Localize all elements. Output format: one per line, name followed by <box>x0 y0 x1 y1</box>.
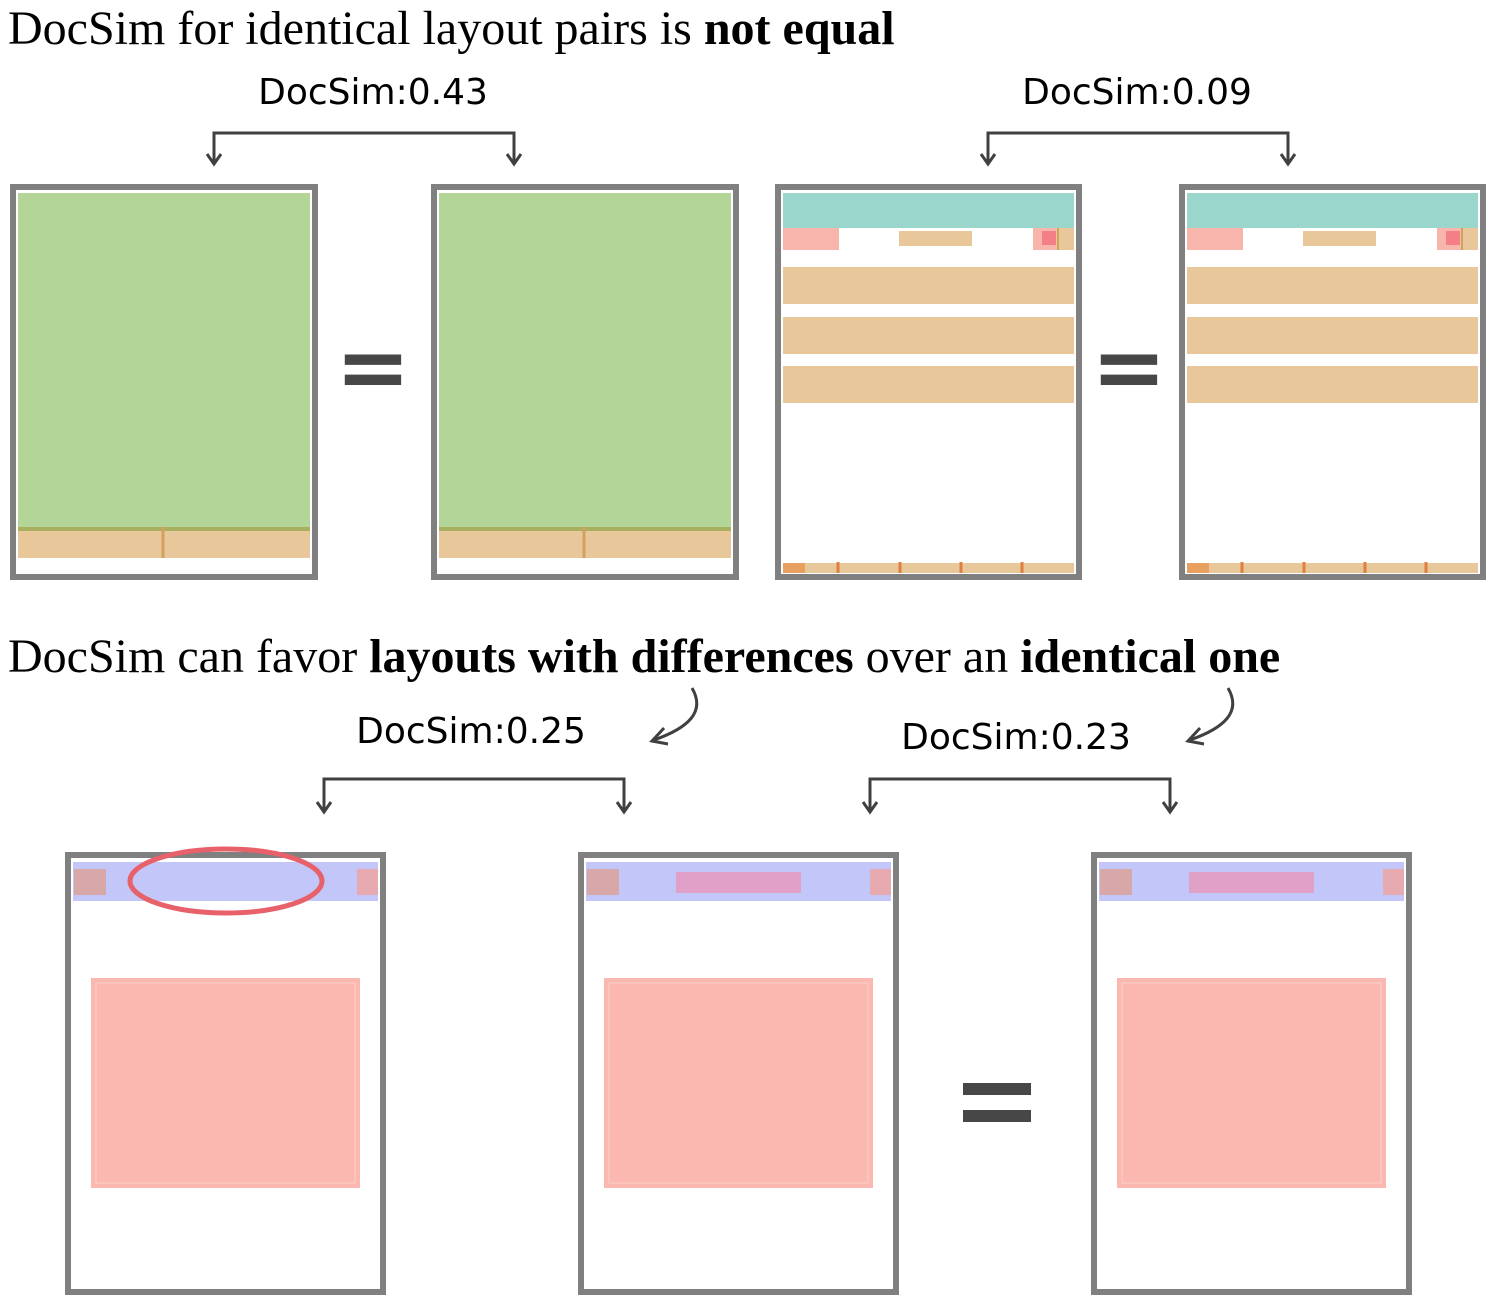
pair3-bracket-connector <box>315 777 633 815</box>
header-logo-right <box>357 869 378 895</box>
text-row-3 <box>1187 366 1478 403</box>
footer-cell <box>1187 563 1209 573</box>
layout-title-page-original <box>578 852 899 1295</box>
equal-sign-icon <box>963 1083 1031 1122</box>
figure-block <box>439 193 731 529</box>
header-left-block <box>1187 228 1243 250</box>
header-right-text-block <box>1056 228 1074 250</box>
header-logo-right <box>870 869 891 895</box>
footer-row <box>783 563 1074 573</box>
layout-figure-page-b <box>431 184 739 580</box>
text-row-1 <box>1187 267 1478 304</box>
section2-heading-part2: over an <box>854 630 1021 683</box>
layout-title-page-identical <box>1091 852 1412 1295</box>
layout-figure-page-a <box>10 184 318 580</box>
text-row-1 <box>783 267 1074 304</box>
equal-sign-icon: = <box>1091 315 1166 420</box>
header-left-block <box>783 228 839 250</box>
header-logo-left <box>1100 869 1132 895</box>
layout-title-page-modified <box>65 846 386 1295</box>
title-block <box>604 978 873 1188</box>
header-logo-left <box>587 869 619 895</box>
highlight-ellipse <box>127 846 325 916</box>
header-center-block <box>1303 231 1376 246</box>
header-right-text-block <box>1460 228 1478 250</box>
header-right-mark <box>1446 231 1460 245</box>
layout-table-page-b <box>1179 184 1486 580</box>
pair4-bracket-connector <box>861 777 1179 815</box>
footer-cell <box>783 563 805 573</box>
section1-heading-bold: not equal <box>704 2 895 55</box>
text-row-2 <box>783 317 1074 354</box>
section1-heading: DocSim for identical layout pairs is not… <box>8 2 895 55</box>
table-header-block <box>1187 193 1478 228</box>
title-block <box>91 978 360 1188</box>
pair1-docsim-label: DocSim:0.43 <box>258 72 488 113</box>
header-band <box>73 862 378 901</box>
curved-pointer-arrow-1 <box>649 687 699 746</box>
header-logo-left <box>74 869 106 895</box>
pair2-bracket-connector <box>979 131 1297 167</box>
pair4-docsim-label: DocSim:0.23 <box>901 717 1131 758</box>
section2-heading-bold2: identical one <box>1020 630 1280 683</box>
layout-table-page-a <box>775 184 1082 580</box>
table-header-block <box>783 193 1074 228</box>
section2-heading-bold1: layouts with differences <box>369 630 853 683</box>
curved-pointer-arrow-2 <box>1185 687 1235 746</box>
text-row-2 <box>1187 317 1478 354</box>
pair2-docsim-label: DocSim:0.09 <box>1022 72 1252 113</box>
equal-sign-icon: = <box>335 315 410 420</box>
header-title-block <box>1189 872 1314 893</box>
header-center-block <box>899 231 972 246</box>
header-title-block <box>676 872 801 893</box>
header-logo-right <box>1383 869 1404 895</box>
footer-row <box>1187 563 1478 573</box>
section2-heading: DocSim can favor layouts with difference… <box>8 630 1280 683</box>
pair1-bracket-connector <box>205 131 523 167</box>
section1-heading-normal: DocSim for identical layout pairs is <box>8 2 704 55</box>
title-block <box>1117 978 1386 1188</box>
text-row-3 <box>783 366 1074 403</box>
section2-heading-part1: DocSim can favor <box>8 630 369 683</box>
header-right-mark <box>1042 231 1056 245</box>
pair3-docsim-label: DocSim:0.25 <box>356 711 586 752</box>
figure-block <box>18 193 310 529</box>
